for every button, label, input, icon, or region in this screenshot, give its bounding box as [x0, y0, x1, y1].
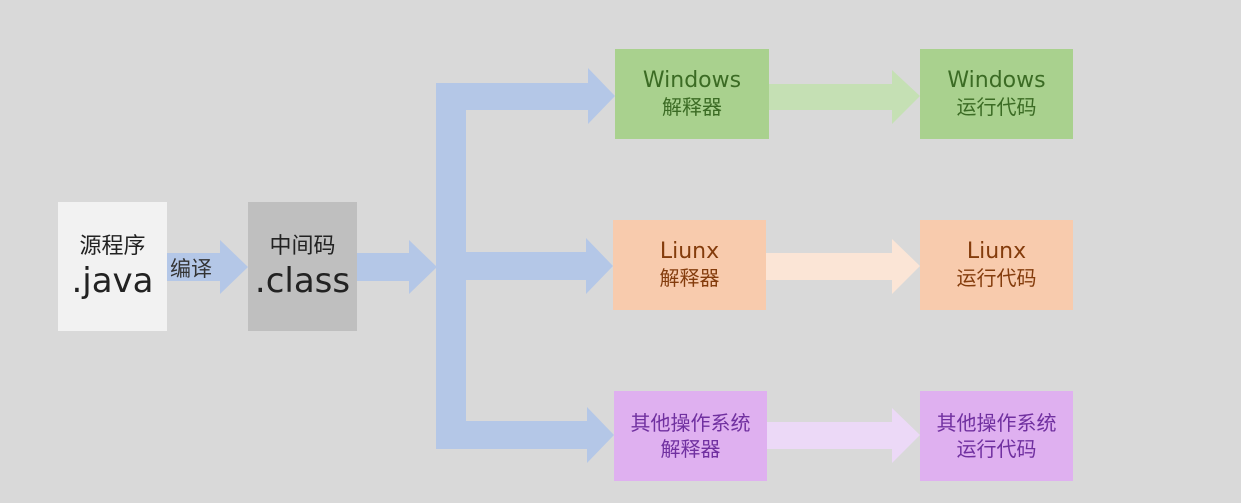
- windows-runtime-os: Windows: [947, 68, 1046, 93]
- linux-interpreter-box: Liunx 解释器: [613, 220, 766, 310]
- windows-interpreter-label: 解释器: [662, 95, 722, 119]
- other-runtime-os: 其他操作系统: [936, 411, 1057, 435]
- branch-trunk: [436, 83, 466, 449]
- linux-interpreter-os: Liunx: [659, 239, 720, 264]
- branch-arrow-linux: [466, 238, 613, 294]
- intermediate-box: 中间码 .class: [248, 202, 357, 331]
- source-extension: .java: [71, 260, 154, 301]
- linux-runtime-box: Liunx 运行代码: [920, 220, 1073, 310]
- linux-interpreter-label: 解释器: [659, 266, 720, 290]
- dispatch-arrow: [357, 240, 437, 294]
- windows-interpreter-os: Windows: [642, 68, 742, 93]
- compile-label: 编译: [170, 257, 212, 281]
- windows-runtime-label: 运行代码: [956, 95, 1037, 119]
- branch-arrow-windows: [436, 68, 615, 124]
- run-arrow-windows: [769, 70, 920, 124]
- run-arrow-other: [767, 408, 920, 463]
- windows-interpreter-box: Windows 解释器: [615, 49, 769, 139]
- other-interpreter-os: 其他操作系统: [630, 411, 751, 435]
- intermediate-label: 中间码: [269, 233, 336, 259]
- run-arrow-linux: [766, 239, 920, 294]
- other-interpreter-box: 其他操作系统 解释器: [614, 391, 767, 481]
- intermediate-extension: .class: [254, 260, 351, 301]
- source-box: 源程序 .java: [58, 202, 167, 331]
- branch-arrow-other: [436, 407, 614, 463]
- other-runtime-label: 运行代码: [956, 437, 1037, 461]
- compile-arrow: [167, 240, 248, 294]
- windows-runtime-box: Windows 运行代码: [920, 49, 1073, 139]
- other-interpreter-label: 解释器: [660, 437, 721, 461]
- linux-runtime-label: 运行代码: [956, 266, 1037, 290]
- source-label: 源程序: [79, 233, 146, 259]
- linux-runtime-os: Liunx: [966, 239, 1027, 264]
- other-runtime-box: 其他操作系统 运行代码: [920, 391, 1073, 481]
